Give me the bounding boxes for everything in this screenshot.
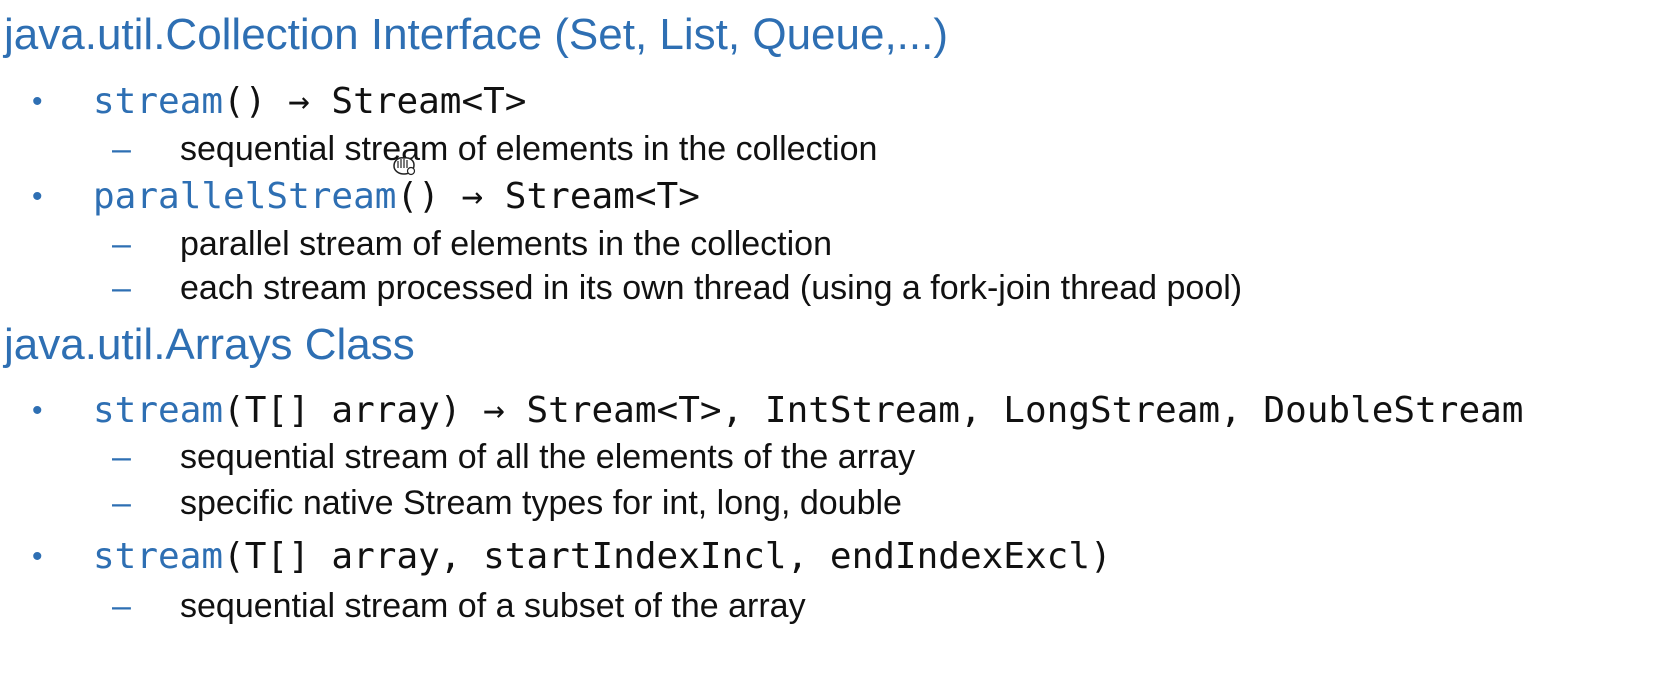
method-name: stream <box>93 390 224 431</box>
method-signature-rest: () → Stream<T> <box>223 81 527 122</box>
bullet-dot: • <box>32 394 43 427</box>
busy-cursor-icon <box>393 157 416 176</box>
sub-item-text: sequential stream of elements in the col… <box>180 130 878 168</box>
method-signature: stream() → Stream<T> <box>93 77 526 127</box>
method-signature: parallelStream() → Stream<T> <box>93 172 700 222</box>
method-signature-rest: () → Stream<T> <box>396 176 700 217</box>
sub-item-text: each stream processed in its own thread … <box>180 269 1243 307</box>
sub-dash: – <box>112 484 131 522</box>
sub-dash: – <box>112 587 131 625</box>
sub-item-text: parallel stream of elements in the colle… <box>180 225 832 263</box>
sub-dash: – <box>112 438 131 476</box>
sub-item-text: sequential stream of all the elements of… <box>180 438 916 476</box>
method-name: stream <box>93 536 224 577</box>
method-signature: stream(T[] array) → Stream<T>, IntStream… <box>93 386 1523 436</box>
method-signature: stream(T[] array, startIndexIncl, endInd… <box>93 532 1112 582</box>
sub-dash: – <box>112 269 131 307</box>
method-name: parallelStream <box>93 176 397 217</box>
bullet-dot: • <box>32 85 43 118</box>
method-signature-rest: (T[] array) → Stream<T>, IntStream, Long… <box>223 390 1524 431</box>
sub-dash: – <box>112 130 131 168</box>
section-heading-collection: java.util.Collection Interface (Set, Lis… <box>4 10 949 59</box>
method-name: stream <box>93 81 224 122</box>
sub-dash: – <box>112 225 131 263</box>
sub-item-text: specific native Stream types for int, lo… <box>180 484 902 522</box>
sub-item-text: sequential stream of a subset of the arr… <box>180 587 806 625</box>
method-signature-rest: (T[] array, startIndexIncl, endIndexExcl… <box>223 536 1112 577</box>
bullet-dot: • <box>32 180 43 213</box>
section-heading-arrays: java.util.Arrays Class <box>4 320 415 369</box>
bullet-dot: • <box>32 540 43 573</box>
